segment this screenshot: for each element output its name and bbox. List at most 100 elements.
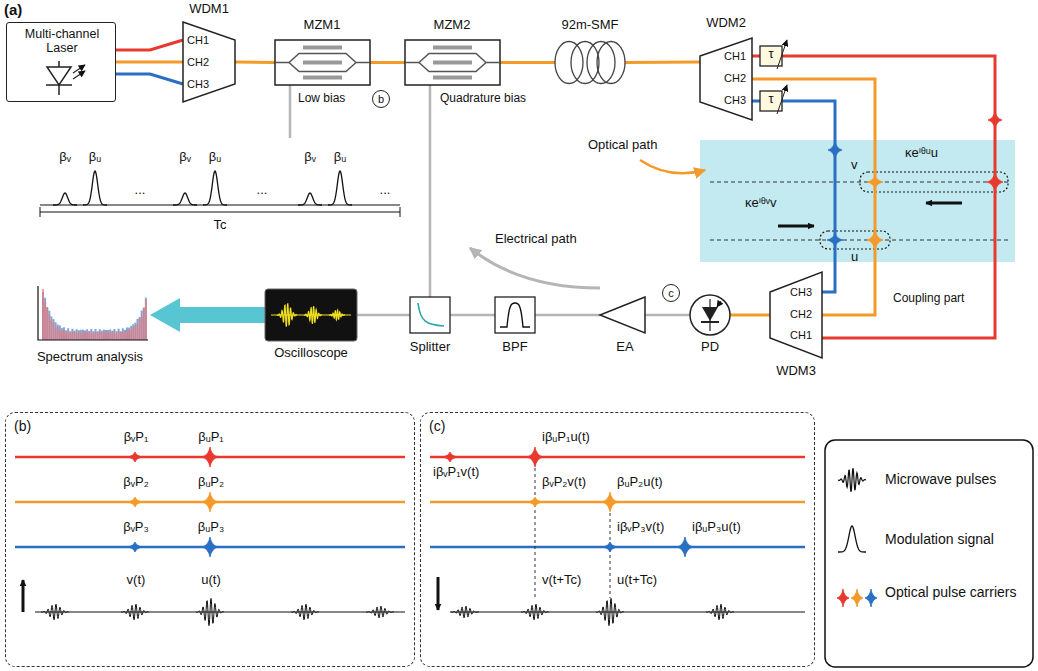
optical-pulse (202, 492, 218, 512)
spectrum-bar (78, 330, 80, 340)
spectrum-bar (109, 332, 111, 340)
wdm-mux: WDM1CH1CH2CH3 (183, 22, 235, 102)
spectrum-bar (120, 331, 122, 340)
modulation-pulse (298, 193, 322, 205)
oscilloscope: Oscilloscope (265, 289, 357, 341)
optical-pulse (527, 497, 543, 507)
spectrum-bar (137, 319, 139, 340)
spectrum-bar (44, 302, 46, 340)
optical-pulse (202, 447, 218, 467)
coupling-region (700, 140, 1015, 262)
spectrum-bar (105, 333, 107, 340)
node-text: βᵥP₃ (123, 520, 149, 535)
spectrum-bar (145, 298, 147, 340)
modulation-pulse (838, 526, 866, 552)
node-text: CH1 (790, 329, 812, 342)
diode-symbol (58, 85, 60, 95)
node-text: (c) (429, 418, 445, 434)
node-text: v(t) (127, 573, 146, 588)
fiber-loop (555, 42, 583, 84)
node-text: MZM2 (434, 18, 471, 33)
label: c (662, 284, 680, 302)
direction-arrow (926, 202, 962, 205)
direction-arrow (778, 225, 814, 228)
optical-pulse (865, 589, 877, 607)
optical-pulse (837, 589, 849, 607)
spectrum-bar (84, 330, 86, 340)
spectrum-bar (124, 330, 126, 340)
node-text: iβᵥP₁v(t) (433, 465, 479, 480)
optical-pulse (867, 230, 883, 250)
label: Tc (214, 218, 227, 233)
fiber (116, 40, 183, 50)
modulator: MZM2 (405, 40, 500, 85)
spectrum-bar (80, 330, 82, 340)
node-text: WDM1 (189, 2, 229, 17)
optical-fiber (235, 61, 275, 65)
spectrum-bar (113, 331, 115, 340)
optical-pulse (602, 492, 618, 512)
optical-pulse (127, 542, 143, 552)
splitter-curve (418, 303, 444, 326)
electrical-wire (450, 314, 495, 317)
spectrum-bar (63, 327, 65, 340)
microwave-pulse (838, 468, 866, 491)
coupling-part: Coupling partvuκeⁱᶿᵘuκeⁱᶿᵛv (700, 140, 1015, 262)
node-text: v (851, 158, 858, 173)
spectrum-bar (143, 308, 145, 340)
spectrum-bar (92, 331, 94, 340)
spectrum-bar (101, 331, 103, 340)
spectrum-bar (118, 329, 120, 340)
microwave-pulse (521, 604, 549, 620)
label: βᵤ (334, 150, 346, 165)
bandpass-filter: BPF (495, 297, 535, 333)
electrode (433, 61, 472, 65)
axis (38, 286, 148, 340)
node-text: iβᵥP₃v(t) (617, 520, 664, 535)
modulation-pulse (53, 193, 77, 205)
wdm-outline (183, 22, 235, 102)
node-text: τ (768, 47, 773, 62)
optical-pulse (602, 542, 618, 552)
node-text: κeⁱᶿᵘu (905, 146, 938, 161)
spectrum-bar (46, 307, 48, 340)
node-text: v(t+Tc) (542, 573, 581, 588)
node-text: Coupling part (893, 292, 964, 306)
spectrum-bar (61, 330, 63, 340)
optical-pulse (527, 447, 543, 467)
carrier-line (430, 456, 805, 459)
label: Electrical path (495, 232, 577, 247)
legend-text: Modulation signal (885, 531, 994, 547)
spectrum-bar (67, 331, 69, 340)
node-outline (495, 297, 535, 333)
electrode (303, 61, 342, 65)
pd-outline (690, 295, 730, 335)
spectrum-bar (124, 331, 126, 340)
baseline (40, 205, 400, 206)
node-text: βᵥP₁ (124, 430, 149, 445)
modulation-pulse (203, 171, 227, 205)
node-text: BPF (502, 340, 527, 355)
node-text: CH3 (724, 94, 746, 107)
spectrum-bar (53, 319, 55, 340)
node-text: iβᵤP₃u(t) (692, 520, 741, 535)
node-text: βᵤP₃ (198, 520, 224, 535)
node-text: βᵤP₁ (198, 430, 224, 445)
spectrum-bar (128, 328, 130, 340)
spectrum-bar (99, 331, 101, 340)
spectrum-bar (105, 330, 107, 340)
electrode (303, 76, 342, 80)
spectrum-bar (46, 308, 48, 340)
node-outline (30, 284, 150, 346)
label: βᵥ (304, 150, 316, 165)
spectrum-bar (118, 331, 120, 340)
spectrum-bar (132, 327, 134, 340)
spectrum-bar (128, 329, 130, 340)
electrical-wire (429, 85, 432, 297)
diode-symbol (709, 299, 710, 331)
spectrum-bar (48, 315, 50, 340)
spectrum-bar (116, 331, 118, 340)
laser-source: Multi-channel Laser (6, 22, 116, 102)
optical-pulse (828, 141, 842, 159)
node-outline (265, 289, 357, 341)
